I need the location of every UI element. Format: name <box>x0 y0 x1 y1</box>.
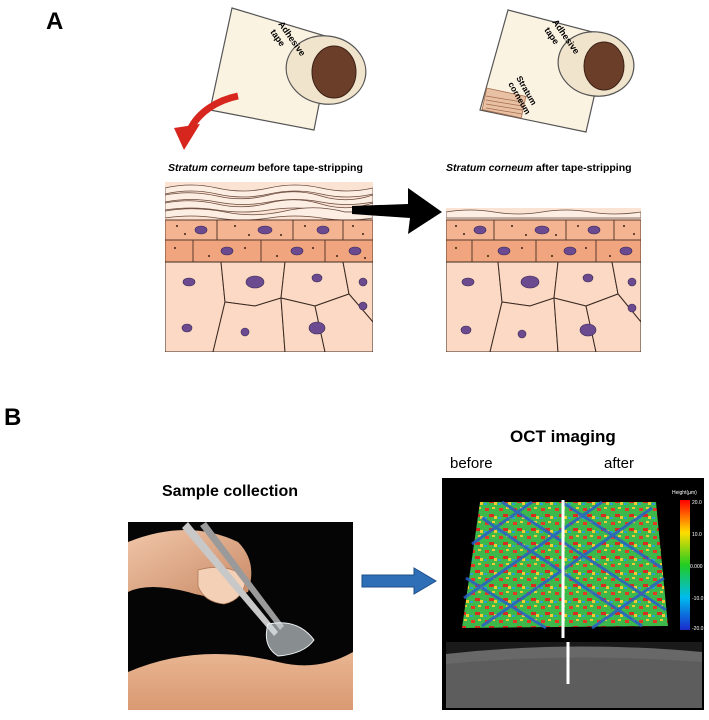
colorbar-tick-3: -10.0 <box>692 596 704 602</box>
colorbar-tick-2: 0.000 <box>690 564 703 570</box>
stratum-corneum-layers <box>165 184 373 221</box>
adhesive-tape-roll-left: Adhesive tape <box>174 7 367 150</box>
oct-groove-lines <box>463 500 667 630</box>
colorbar-tick-1: 10.0 <box>692 532 702 538</box>
oct-height-surface <box>462 502 668 628</box>
oct-image: Height(µm) 20.0 10.0 0.000 -10.0 -20.0 <box>442 478 704 710</box>
thin-stratum-corneum <box>446 209 641 219</box>
adhesive-tape-roll-right: Adhesive tape Stratum corneum <box>479 9 635 133</box>
caption-before-rest: before tape-stripping <box>254 162 363 174</box>
oct-colorbar <box>680 500 690 630</box>
skin-diagram-before <box>165 182 373 352</box>
colorbar-title: Height(µm) <box>672 490 697 496</box>
black-transition-arrow <box>352 188 442 234</box>
colorbar-tick-0: 20.0 <box>692 500 702 506</box>
caption-after: Stratum corneum after tape-stripping <box>446 162 632 174</box>
adhered-stratum-corneum <box>481 87 527 119</box>
panel-letter-a: A <box>46 8 64 35</box>
sample-collection-title: Sample collection <box>162 483 299 500</box>
caption-after-rest: after tape-stripping <box>532 162 632 174</box>
oct-before-label: before <box>450 455 493 472</box>
caption-after-italic: Stratum corneum <box>446 162 533 174</box>
oct-imaging-title: OCT imaging <box>510 427 616 446</box>
blue-process-arrow <box>361 567 437 595</box>
red-arrow-head <box>174 124 200 150</box>
skin-diagram-after <box>446 208 641 352</box>
caption-before-italic: Stratum corneum <box>168 162 255 174</box>
panel-letter-b: B <box>4 404 22 431</box>
caption-before: Stratum corneum before tape-stripping <box>168 162 363 174</box>
sample-collection-photo <box>128 522 353 710</box>
oct-after-label: after <box>604 455 635 472</box>
colorbar-tick-4: -20.0 <box>692 626 704 632</box>
